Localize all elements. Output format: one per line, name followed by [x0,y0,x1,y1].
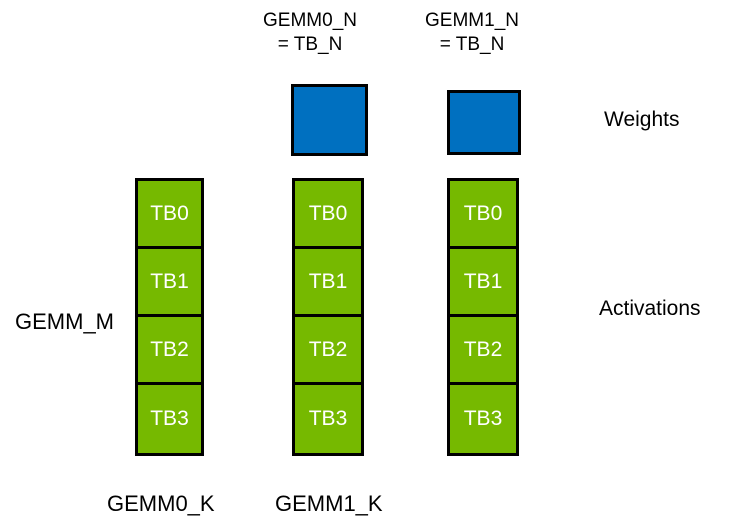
tb-cell: TB1 [138,249,201,317]
tb-cell: TB3 [150,407,189,430]
gemm1-weight-tile [447,90,521,155]
activations-caption: Activations [599,297,701,320]
tb-cell: TB0 [138,181,201,249]
gemm1-n-label-line1: GEMM1_N [425,10,519,31]
gemm0-n-label-line1: GEMM0_N [263,10,357,31]
tb-cell: TB1 [450,249,516,317]
gemm1-n-label-line2: = TB_N [439,34,505,55]
gemm0-k-label: GEMM0_K [107,491,215,516]
gemm0-n-label: GEMM0_N = TB_N [240,9,380,57]
tb-cell: TB2 [138,317,201,385]
weights-caption: Weights [604,108,680,131]
gemm1-k-label: GEMM1_K [275,491,383,516]
activation-column-2: TB0 TB1 TB2 TB3 [447,178,519,456]
tb-cell: TB2 [295,317,361,385]
gemm1-n-label: GEMM1_N = TB_N [402,9,542,57]
gemm-m-caption: GEMM_M [15,309,114,334]
tb-cell: TB3 [308,407,348,430]
activation-column-1: TB0 TB1 TB2 TB3 [292,178,364,456]
tb-cell: TB2 [450,317,516,385]
gemm0-weight-tile [291,84,368,156]
activation-column-0: TB0 TB1 TB2 TB3 [135,178,204,456]
tb-cell: TB0 [295,181,361,249]
gemm0-n-label-line2: = TB_N [277,34,343,55]
tb-cell: TB1 [295,249,361,317]
tb-cell: TB0 [450,181,516,249]
tb-cell: TB3 [463,407,503,430]
